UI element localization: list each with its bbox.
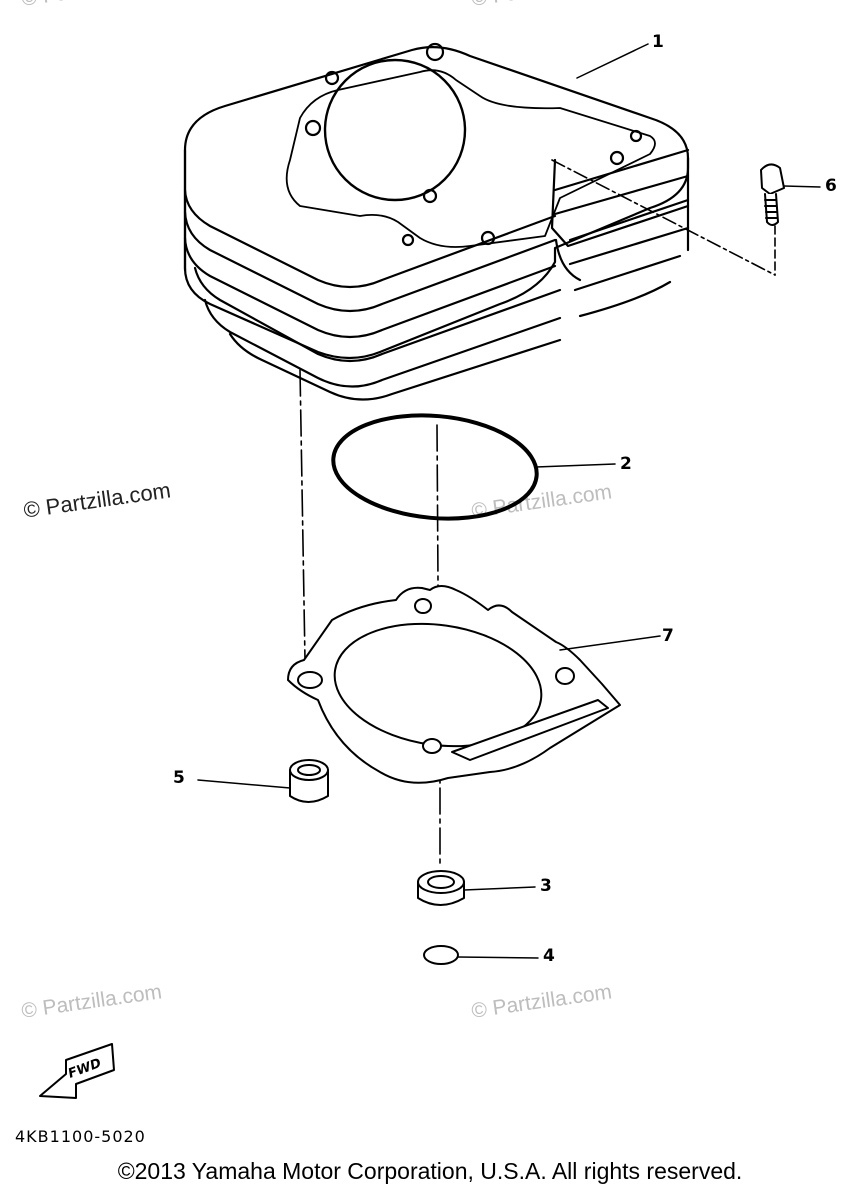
cylinder	[183, 42, 690, 401]
fwd-arrow-icon	[39, 1043, 115, 1099]
bolt	[760, 163, 785, 226]
leader-lines	[197, 43, 821, 959]
callout-2: 2	[620, 454, 632, 474]
copyright-notice: ©2013 Yamaha Motor Corporation, U.S.A. A…	[117, 1158, 743, 1184]
callout-4: 4	[543, 946, 555, 966]
o-ring	[331, 413, 539, 521]
bolt-leader	[551, 159, 776, 276]
callout-1: 1	[652, 32, 664, 52]
callout-3: 3	[540, 876, 552, 896]
callout-7: 7	[662, 626, 674, 646]
small-o-ring	[423, 945, 459, 965]
callout-5: 5	[173, 768, 185, 788]
dowel-pin-5	[289, 759, 329, 803]
base-gasket	[287, 585, 621, 784]
callout-6: 6	[825, 176, 837, 196]
dowel-pin-3	[417, 870, 465, 906]
part-number: 4KB1100-5020	[15, 1127, 146, 1146]
